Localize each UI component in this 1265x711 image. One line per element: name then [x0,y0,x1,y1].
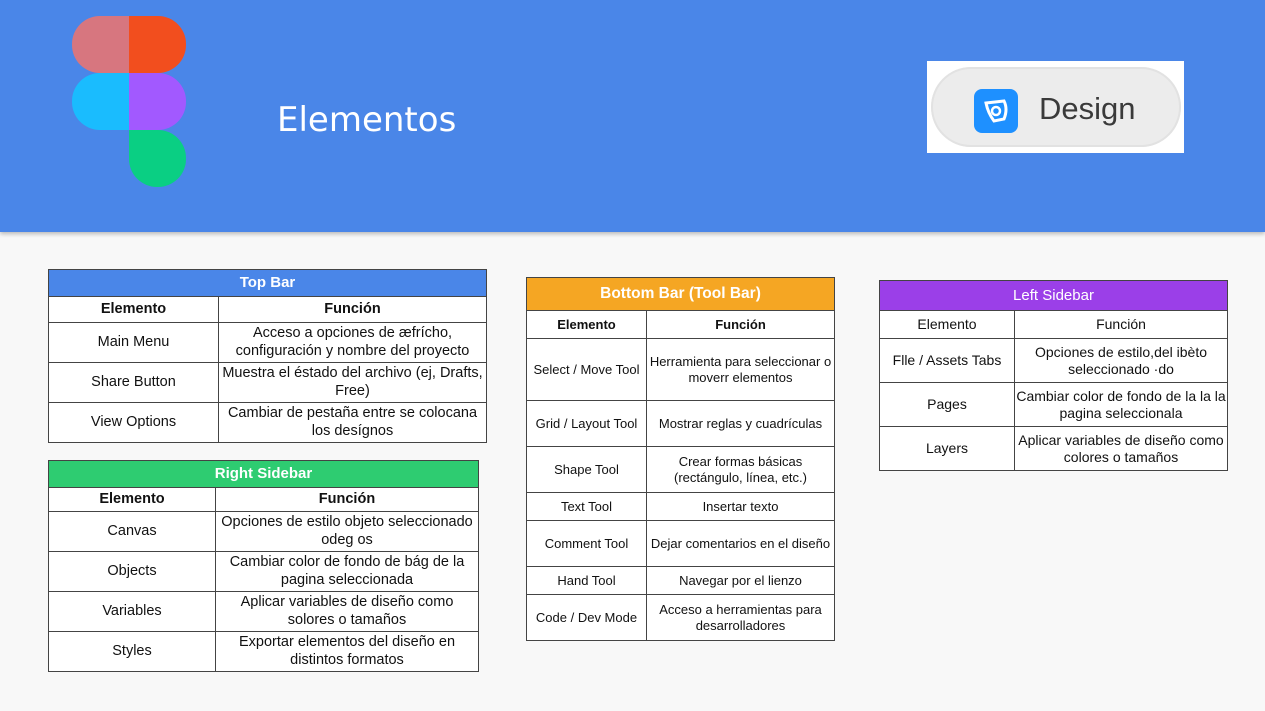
table-row: Select / Move Tool Herramienta para sele… [526,338,835,401]
table-row: Pages Cambiar color de fondo de la la la… [879,382,1228,427]
table-row: Flle / Assets Tabs Opciones de estilo,de… [879,338,1228,383]
header-banner: Elementos Design [0,0,1265,232]
table-row: Layers Aplicar variables de diseño como … [879,426,1228,471]
function-cell: Navegar por el lienzo [646,566,835,595]
logo-shape-middle-left [72,73,129,130]
logo-shape-bottom [129,130,186,187]
right-sidebar-table: Right Sidebar Elemento Función Canvas Op… [48,460,479,672]
function-cell: Acceso a opciones de æfrícho, configurac… [218,322,487,363]
logo-shape-middle-right [129,73,186,130]
element-cell: Select / Move Tool [526,338,647,401]
function-cell: Cambiar de pestaña entre se colocana los… [218,402,487,443]
left-sidebar-table: Left Sidebar Elemento Función Flle / Ass… [879,280,1228,471]
table-row: Main Menu Acceso a opciones de æfrícho, … [48,322,487,363]
design-mode-label: Design [1039,91,1136,126]
column-header-function: Función [218,296,487,323]
function-cell: Mostrar reglas y cuadrículas [646,400,835,447]
logo-shape-top-right [129,16,186,73]
function-cell: Insertar texto [646,492,835,521]
element-cell: Shape Tool [526,446,647,493]
column-header-element: Elemento [48,487,216,512]
element-cell: Variables [48,591,216,632]
logo-shape-top-left [72,16,129,73]
column-header-element: Elemento [48,296,219,323]
function-cell: Aplicar variables de diseño como colores… [1014,426,1228,471]
element-cell: Share Button [48,362,219,403]
table-row: Shape Tool Crear formas básicas (rectáng… [526,446,835,493]
table-row: Variables Aplicar variables de diseño co… [48,591,479,632]
function-cell: Muestra el éstado del archivo (ej, Draft… [218,362,487,403]
element-cell: Layers [879,426,1015,471]
table-row: View Options Cambiar de pestaña entre se… [48,402,487,443]
element-cell: Pages [879,382,1015,427]
element-cell: Code / Dev Mode [526,594,647,641]
table-title: Bottom Bar (Tool Bar) [526,277,835,311]
table-row: Objects Cambiar color de fondo de bág de… [48,551,479,592]
table-row: Text Tool Insertar texto [526,492,835,521]
function-cell: Herramienta para seleccionar o moverr el… [646,338,835,401]
table-title: Left Sidebar [879,280,1228,311]
function-cell: Crear formas básicas (rectángulo, línea,… [646,446,835,493]
element-cell: Objects [48,551,216,592]
figma-logo [72,16,186,187]
table-row: Canvas Opciones de estilo objeto selecci… [48,511,479,552]
design-mode-button[interactable]: Design [931,67,1181,147]
column-header-function: Función [646,310,835,339]
column-header-function: Función [1014,310,1228,339]
function-cell: Cambiar color de fondo de la la la pagin… [1014,382,1228,427]
element-cell: Main Menu [48,322,219,363]
function-cell: Dejar comentarios en el diseño [646,520,835,567]
function-cell: Opciones de estilo objeto seleccionado o… [215,511,479,552]
table-row: Styles Exportar elementos del diseño en … [48,631,479,672]
function-cell: Opciones de estilo,del ibèto seleccionad… [1014,338,1228,383]
function-cell: Exportar elementos del diseño en distint… [215,631,479,672]
table-row: Hand Tool Navegar por el lienzo [526,566,835,595]
element-cell: Grid / Layout Tool [526,400,647,447]
table-title: Top Bar [48,269,487,297]
function-cell: Acceso a herramientas para desarrollador… [646,594,835,641]
table-title: Right Sidebar [48,460,479,488]
page-title: Elementos [277,100,457,140]
element-cell: View Options [48,402,219,443]
element-cell: Styles [48,631,216,672]
element-cell: Flle / Assets Tabs [879,338,1015,383]
element-cell: Canvas [48,511,216,552]
table-row: Grid / Layout Tool Mostrar reglas y cuad… [526,400,835,447]
top-bar-table: Top Bar Elemento Función Main Menu Acces… [48,269,487,443]
element-cell: Hand Tool [526,566,647,595]
table-row: Comment Tool Dejar comentarios en el dis… [526,520,835,567]
column-header-element: Elemento [879,310,1015,339]
column-header-function: Función [215,487,479,512]
bottom-bar-table: Bottom Bar (Tool Bar) Elemento Función S… [526,277,835,641]
element-cell: Text Tool [526,492,647,521]
function-cell: Cambiar color de fondo de bág de la pagi… [215,551,479,592]
design-mode-badge: Design [927,61,1184,153]
table-row: Share Button Muestra el éstado del archi… [48,362,487,403]
table-row: Code / Dev Mode Acceso a herramientas pa… [526,594,835,641]
pen-tool-icon [974,89,1018,133]
element-cell: Comment Tool [526,520,647,567]
column-header-element: Elemento [526,310,647,339]
function-cell: Aplicar variables de diseño como solores… [215,591,479,632]
